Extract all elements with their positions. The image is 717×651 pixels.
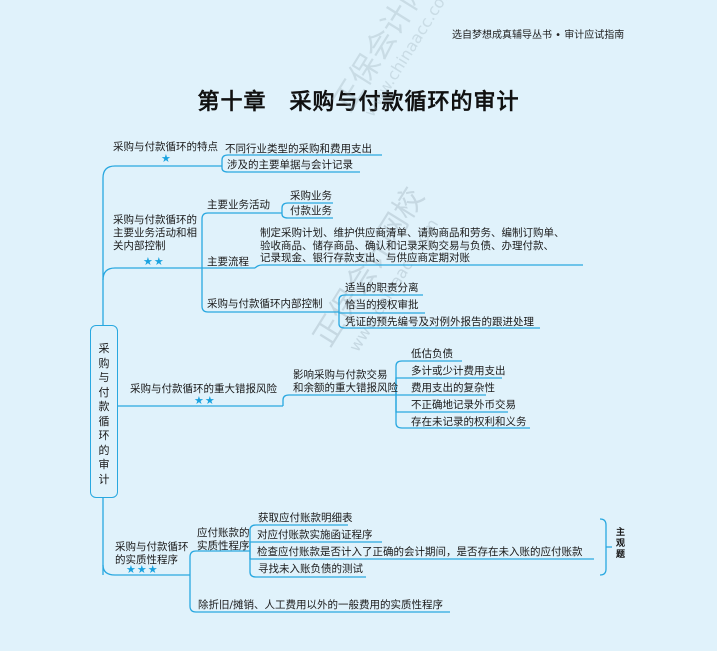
book-series-header: 选自梦想成真辅导丛书 • 审计应试指南 xyxy=(452,30,625,41)
leaf-item: 检查应付账款是否计入了正确的会计期间，是否存在未入账的应付账款 xyxy=(257,546,583,558)
node-main-activities: 主要业务活动 xyxy=(207,199,270,211)
leaf-item: 付款业务 xyxy=(290,205,332,217)
leaf-item: 采购业务 xyxy=(290,190,332,202)
node-activities: 采购与付款循环的 主要业务活动和相 关内部控制 xyxy=(113,214,197,252)
node-internal-control: 采购与付款循环内部控制 xyxy=(207,298,323,310)
importance-stars: ★★ xyxy=(194,394,216,407)
leaf-item: 多计或少计费用支出 xyxy=(411,365,506,377)
node-risk-sub: 影响采购与付款交易 和余额的重大错报风险 xyxy=(293,369,398,394)
leaf-item: 费用支出的复杂性 xyxy=(411,382,495,394)
root-node: 采购与付款循环的审计 xyxy=(90,325,118,498)
process-text: 制定采购计划、维护供应商清单、请购商品和劳务、编制订购单、 验收商品、储存商品、… xyxy=(260,227,565,264)
leaf-item: 恰当的授权审批 xyxy=(345,299,419,311)
leaf-item: 涉及的主要单据与会计记录 xyxy=(227,159,353,171)
leaf-item: 对应付账款实施函证程序 xyxy=(257,529,373,541)
page-title: 第十章 采购与付款循环的审计 xyxy=(197,90,520,115)
root-node-label: 采购与付款循环的审计 xyxy=(98,342,110,486)
node-risks: 采购与付款循环的重大错报风险 xyxy=(130,383,277,395)
importance-stars: ★★ xyxy=(143,255,165,268)
leaf-item: 不同行业类型的采购和费用支出 xyxy=(225,143,372,155)
leaf-item: 不正确地记录外币交易 xyxy=(411,399,516,411)
importance-stars: ★★★ xyxy=(126,563,159,576)
leaf-item: 寻找未入账负债的测试 xyxy=(258,563,363,575)
leaf-general-expense: 除折旧/摊销、人工费用以外的一般费用的实质性程序 xyxy=(198,599,444,611)
importance-stars: ★ xyxy=(161,152,172,165)
subjective-question-tag: 主观题 xyxy=(616,528,626,560)
leaf-item: 适当的职责分离 xyxy=(345,282,419,294)
node-payables: 应付账款的 实质性程序 xyxy=(197,527,250,552)
leaf-item: 存在未记录的权利和义务 xyxy=(411,416,527,428)
leaf-item: 获取应付账款明细表 xyxy=(258,512,353,524)
leaf-item: 低估负债 xyxy=(411,348,453,360)
leaf-item: 凭证的预先编号及对例外报告的跟进处理 xyxy=(345,316,534,328)
node-procedures: 采购与付款循环 的实质性程序 xyxy=(115,541,189,566)
node-main-process: 主要流程 xyxy=(207,256,249,268)
node-features: 采购与付款循环的特点 xyxy=(113,141,218,153)
